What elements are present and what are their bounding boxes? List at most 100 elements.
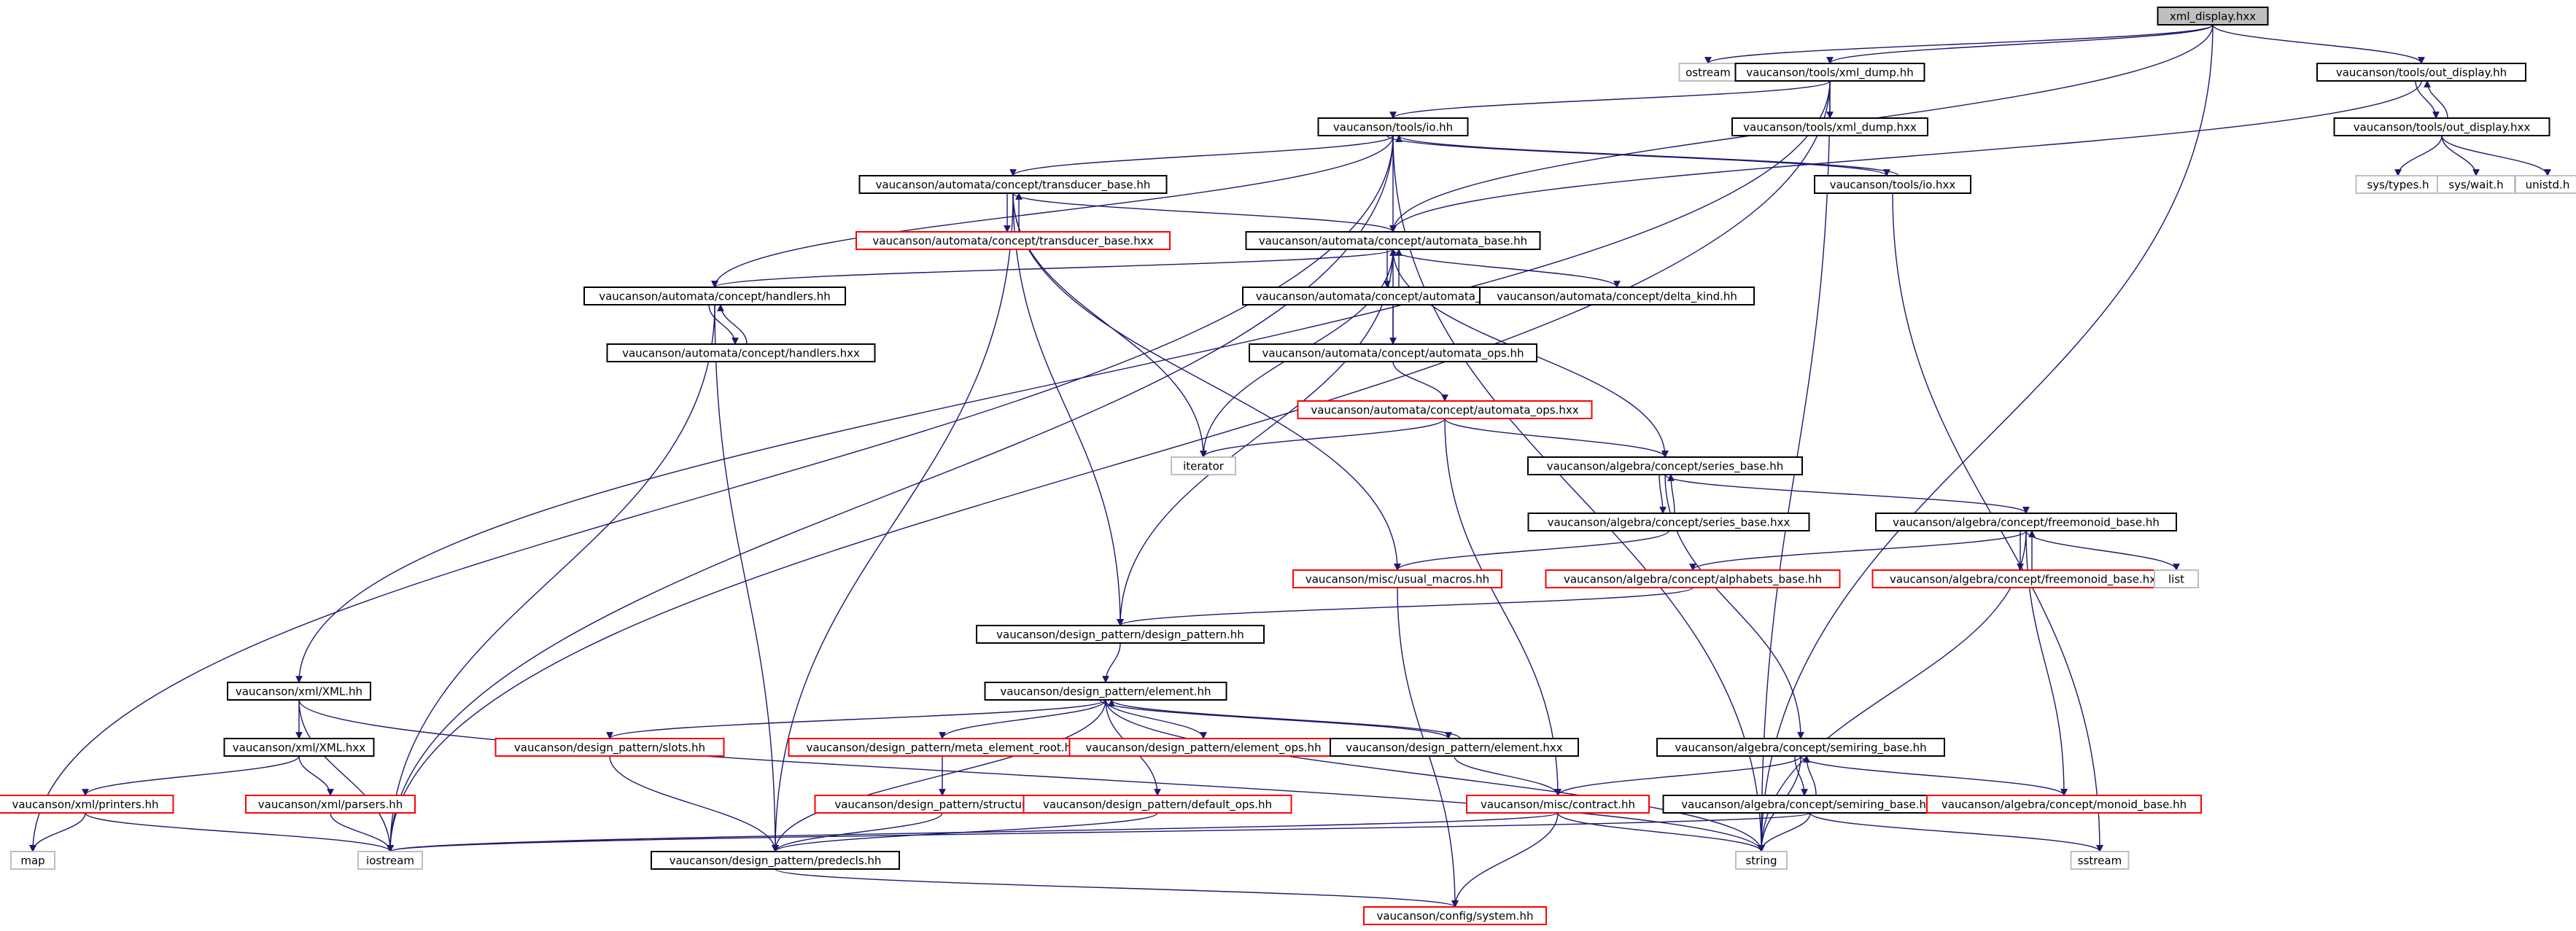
file-node-label: vaucanson/algebra/concept/series_base.hh [1547, 460, 1783, 474]
include-edge-io_hxx-to-io_hh [1395, 135, 1899, 176]
file-node-map[interactable]: map [10, 851, 55, 870]
file-node-box [1926, 795, 2202, 814]
file-node-semiring-base-hh[interactable]: vaucanson/algebra/concept/semiring_base.… [1656, 738, 1945, 757]
file-node-semiring-base-hxx[interactable]: vaucanson/algebra/concept/semiring_base.… [1662, 795, 1958, 814]
file-node-handlers-hxx[interactable]: vaucanson/automata/concept/handlers.hxx [606, 343, 876, 362]
file-node-system-hh[interactable]: vaucanson/config/system.hh [1363, 906, 1547, 925]
file-node-usual-macros-hh[interactable]: vaucanson/misc/usual_macros.hh [1292, 569, 1502, 588]
file-node-box [1734, 63, 1925, 82]
file-node-out-display-hh[interactable]: vaucanson/tools/out_display.hh [2316, 63, 2526, 82]
file-node-element-hh[interactable]: vaucanson/design_pattern/element.hh [984, 682, 1227, 701]
file-node-box [2333, 117, 2550, 136]
include-edge-xml_hxx-to-parsers_hh [298, 755, 334, 796]
file-node-automata-base-hxx[interactable]: vaucanson/automata/concept/automata_base… [1242, 287, 1544, 305]
file-node-label: vaucanson/design_pattern/default_ops.hh [1043, 798, 1272, 812]
file-node-box [1363, 906, 1547, 925]
include-edge-xml_display_hxx-to-ostream [1704, 24, 2214, 64]
file-node-freemonoid-base-hh[interactable]: vaucanson/algebra/concept/freemonoid_bas… [1875, 513, 2177, 531]
file-node-label: vaucanson/xml/parsers.hh [258, 798, 403, 811]
file-node-label: vaucanson/tools/xml_dump.hxx [1743, 121, 1917, 135]
file-node-element-hxx[interactable]: vaucanson/design_pattern/element.hxx [1330, 738, 1579, 757]
file-node-box [357, 851, 423, 870]
include-edge-series_base_hh-to-freemonoid_base_hh [1664, 474, 2030, 514]
file-node-delta-kind-hh[interactable]: vaucanson/automata/concept/delta_kind.hh [1479, 287, 1755, 305]
file-node-alphabets-base-hh[interactable]: vaucanson/algebra/concept/alphabets_base… [1545, 569, 1841, 588]
file-node-box [1871, 569, 2181, 588]
file-node-label: vaucanson/automata/concept/handlers.hxx [622, 347, 860, 360]
file-node-element-ops-hh[interactable]: vaucanson/design_pattern/element_ops.hh [1068, 738, 1338, 757]
include-edge-semiring_base_hxx-to-string [1758, 812, 1811, 852]
file-node-xml-dump-hh[interactable]: vaucanson/tools/xml_dump.hh [1734, 63, 1925, 82]
file-node-box [2154, 569, 2199, 588]
include-edge-automata_ops_hxx-to-series_base_hh [1444, 418, 1669, 458]
file-node-monoid-base-hh[interactable]: vaucanson/algebra/concept/monoid_base.hh [1926, 795, 2202, 814]
include-edge-semiring_base_hxx-to-sstream [1809, 812, 2103, 852]
file-node-design-pattern-hh[interactable]: vaucanson/design_pattern/design_pattern.… [976, 625, 1265, 644]
file-node-ostream[interactable]: ostream [1678, 63, 1738, 82]
file-node-predecls-hh[interactable]: vaucanson/design_pattern/predecls.hh [651, 851, 900, 870]
file-node-unistd[interactable]: unistd.h [2515, 175, 2576, 194]
file-node-box [1171, 456, 1236, 475]
file-node-io-hxx[interactable]: vaucanson/tools/io.hxx [1814, 175, 1971, 194]
file-node-automata-ops-hxx[interactable]: vaucanson/automata/concept/automata_ops.… [1297, 400, 1593, 419]
file-node-xml-display-hxx[interactable]: xml_display.hxx [2157, 7, 2269, 26]
file-node-list[interactable]: list [2154, 569, 2199, 588]
file-node-out-display-hxx[interactable]: vaucanson/tools/out_display.hxx [2333, 117, 2550, 136]
file-node-label: vaucanson/automata/concept/automata_ops.… [1262, 347, 1524, 361]
include-edge-element_hh-to-predecls_hh [772, 699, 1106, 852]
file-node-string[interactable]: string [1735, 851, 1788, 870]
file-node-io-hh[interactable]: vaucanson/tools/io.hh [1317, 117, 1469, 136]
file-node-box [651, 851, 900, 870]
file-node-transducer-base-hxx[interactable]: vaucanson/automata/concept/transducer_ba… [856, 231, 1171, 250]
include-edge-freemonoid_base_hh-to-list [2025, 530, 2180, 571]
include-edge-out_display_hxx-to-sys_wait [2441, 135, 2480, 176]
include-edge-element_hxx-to-contract_hh [1454, 755, 1561, 796]
file-node-freemonoid-base-hxx[interactable]: vaucanson/algebra/concept/freemonoid_bas… [1871, 569, 2181, 588]
file-node-xml-hxx[interactable]: vaucanson/xml/XML.hxx [223, 738, 375, 757]
file-node-sys-types[interactable]: sys/types.h [2355, 175, 2441, 194]
include-edge-element_hh-to-meta_element_root_hh [939, 699, 1106, 739]
file-node-label: sstream [2078, 854, 2122, 868]
include-edge-semiring_base_hxx-to-semiring_base_hh [1803, 755, 1817, 796]
file-node-slots-hh[interactable]: vaucanson/design_pattern/slots.hh [494, 738, 725, 757]
file-node-label: vaucanson/design_pattern/element_ops.hh [1085, 741, 1321, 755]
file-node-box [1245, 231, 1541, 250]
file-node-default-ops-hh[interactable]: vaucanson/design_pattern/default_ops.hh [1023, 795, 1292, 814]
include-edge-alphabets_base_hh-to-design_pattern_hh [1117, 587, 1694, 626]
file-node-box [976, 625, 1265, 644]
file-node-series-base-hxx[interactable]: vaucanson/algebra/concept/series_base.hx… [1527, 513, 1810, 531]
file-node-label: vaucanson/tools/xml_dump.hh [1746, 66, 1913, 80]
file-node-iostream[interactable]: iostream [357, 851, 423, 870]
include-edge-handlers_hh-to-predecls_hh [714, 304, 779, 852]
file-node-label: sys/types.h [2367, 179, 2429, 192]
file-node-printers-hh[interactable]: vaucanson/xml/printers.hh [0, 795, 174, 814]
file-node-series-base-hh[interactable]: vaucanson/algebra/concept/series_base.hh [1527, 456, 1803, 475]
file-node-label: vaucanson/design_pattern/design_pattern.… [996, 628, 1244, 642]
include-edge-element_hxx-to-element_hh [1108, 699, 1461, 739]
file-node-xml-dump-hxx[interactable]: vaucanson/tools/xml_dump.hxx [1731, 117, 1928, 136]
file-node-sys-wait[interactable]: sys/wait.h [2437, 175, 2515, 194]
file-node-automata-ops-hh[interactable]: vaucanson/automata/concept/automata_ops.… [1249, 343, 1537, 362]
file-node-transducer-base-hh[interactable]: vaucanson/automata/concept/transducer_ba… [858, 175, 1168, 194]
include-edge-out_display_hh-to-automata_base_hh [1389, 80, 2422, 233]
file-node-box [1527, 513, 1810, 531]
file-node-meta-element-root-hh[interactable]: vaucanson/design_pattern/meta_element_ro… [788, 738, 1097, 757]
file-node-label: sys/wait.h [2448, 179, 2503, 192]
file-node-parsers-hh[interactable]: vaucanson/xml/parsers.hh [245, 795, 416, 814]
file-node-box [223, 738, 375, 757]
include-edge-automata_base_hh-to-handlers_hh [711, 249, 1394, 288]
file-node-box [10, 851, 55, 870]
file-node-label: ostream [1685, 66, 1731, 79]
file-node-iterator[interactable]: iterator [1171, 456, 1236, 475]
file-node-automata-base-hh[interactable]: vaucanson/automata/concept/automata_base… [1245, 231, 1541, 250]
file-node-sstream[interactable]: sstream [2070, 851, 2130, 870]
file-node-xml-hh[interactable]: vaucanson/xml/XML.hh [227, 682, 371, 701]
include-edge-element_hh-to-slots_hh [606, 699, 1106, 739]
file-node-handlers-hh[interactable]: vaucanson/automata/concept/handlers.hh [583, 287, 846, 305]
file-node-box [856, 231, 1171, 250]
include-edge-xml_display_hxx-to-xml_dump_hh [1826, 24, 2214, 64]
include-edge-transducer_base_hh-to-design_pattern_hh [1012, 192, 1124, 626]
file-node-contract-hh[interactable]: vaucanson/misc/contract.hh [1466, 795, 1650, 814]
